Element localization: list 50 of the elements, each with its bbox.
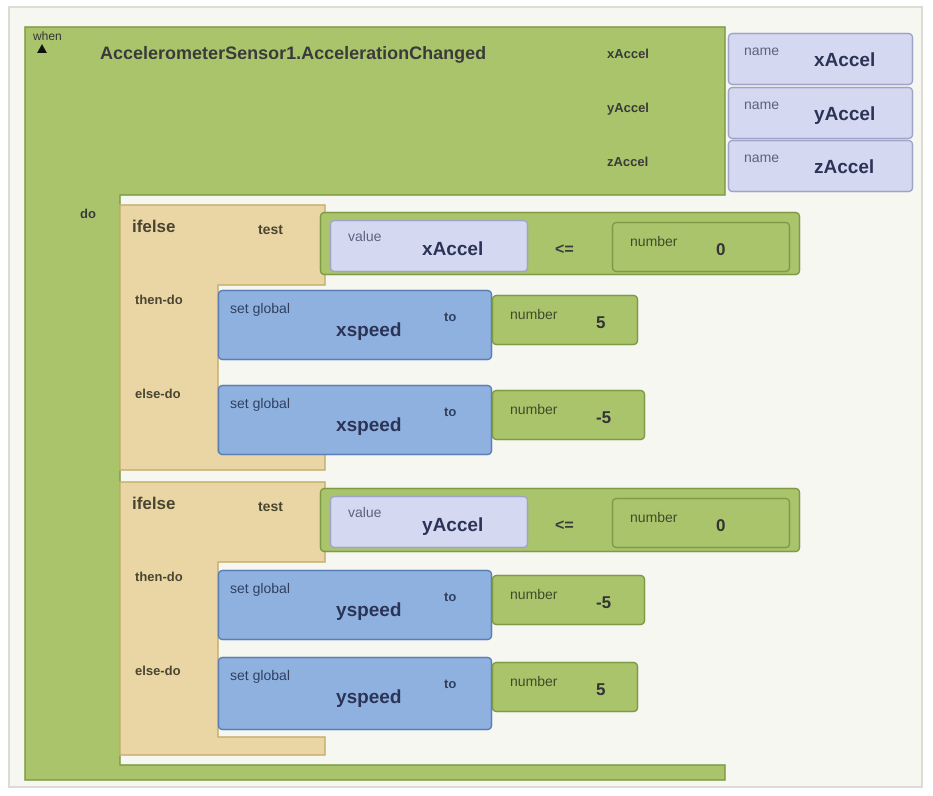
block-label: to	[444, 677, 456, 692]
block-label: to	[444, 405, 456, 420]
block-label: xAccel	[607, 47, 649, 62]
block-label: yAccel	[814, 105, 876, 126]
block-label: xspeed	[336, 321, 402, 342]
block-label: number	[510, 674, 558, 690]
block-label: then-do	[135, 570, 183, 584]
block-label: xAccel	[814, 51, 876, 72]
block-label: do	[80, 207, 96, 222]
block-label: set global	[230, 396, 290, 412]
block-label: ifelse	[132, 218, 176, 237]
block-label: 0	[716, 517, 726, 536]
block-label: else-do	[135, 664, 181, 678]
block-label: else-do	[135, 387, 181, 402]
block-label: set global	[230, 581, 290, 596]
block-label: zAccel	[607, 155, 648, 170]
block-label: yAccel	[607, 101, 649, 116]
block-label: -5	[596, 594, 612, 613]
block-label: to	[444, 590, 456, 604]
block-label: xspeed	[336, 416, 402, 437]
block-label: yAccel	[422, 516, 484, 537]
block-label: yspeed	[336, 688, 402, 709]
block-label: value	[348, 505, 382, 520]
block-label: set global	[230, 301, 290, 316]
block-label: number	[630, 510, 678, 526]
block-label: set global	[230, 668, 290, 684]
block-label: 5	[596, 681, 606, 700]
block-label: when	[33, 30, 62, 44]
block-label: -5	[596, 409, 612, 428]
block-label: ifelse	[132, 495, 176, 514]
block-label: 5	[596, 314, 606, 333]
block-label: test	[258, 499, 283, 514]
block-label: test	[258, 222, 283, 238]
block-label: name	[744, 97, 780, 112]
block-label: then-do	[135, 293, 183, 308]
block-label: AccelerometerSensor1.AccelerationChanged	[100, 44, 486, 64]
block-label: xAccel	[422, 240, 484, 261]
block-label: <=	[555, 241, 574, 259]
block-label: number	[510, 587, 558, 602]
block-label: <=	[555, 517, 574, 535]
block-label: to	[444, 310, 456, 324]
block-label: 0	[716, 241, 726, 260]
block-label: zAccel	[814, 158, 874, 179]
block-label: value	[348, 229, 382, 244]
block-label: name	[744, 43, 780, 58]
block-label: number	[510, 402, 558, 418]
block-label: name	[744, 150, 780, 166]
block-label: number	[510, 307, 558, 322]
block-label: yspeed	[336, 601, 402, 622]
block-label: number	[630, 234, 678, 250]
